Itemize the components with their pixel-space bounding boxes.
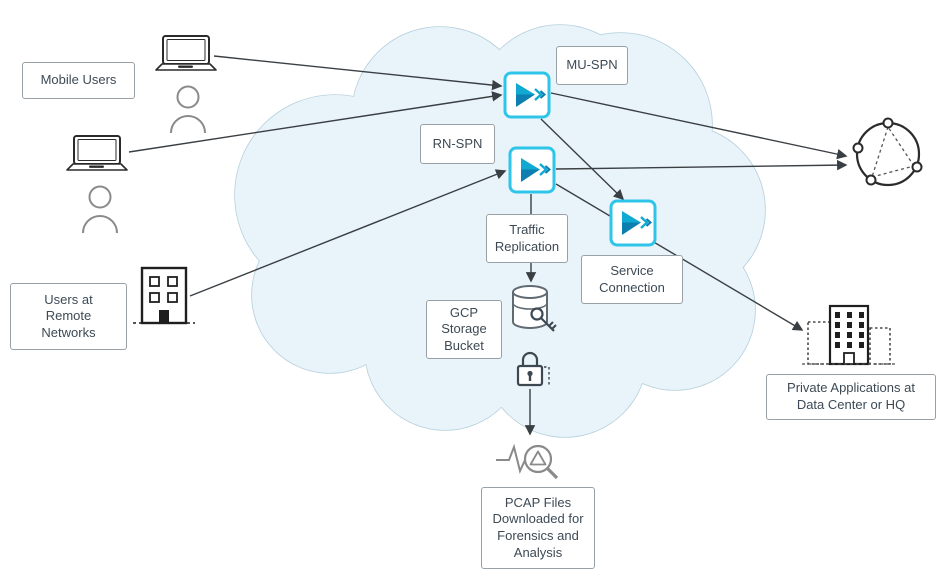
arrow-muspn-to-internet bbox=[550, 92, 848, 160]
private-apps-label: Private Applications at Data Center or H… bbox=[766, 374, 936, 420]
office-building-icon bbox=[133, 266, 195, 325]
spn-node-icon bbox=[503, 71, 551, 119]
rn-spn-label: RN-SPN bbox=[420, 124, 495, 164]
arrow-rnspn-to-internet bbox=[555, 159, 848, 171]
datacenter-buildings-icon bbox=[802, 304, 896, 366]
users-remote-networks-label: Users at Remote Networks bbox=[10, 283, 127, 350]
internet-icon bbox=[852, 117, 923, 187]
user-icon bbox=[82, 185, 118, 234]
pcap-files-label: PCAP Files Downloaded for Forensics and … bbox=[481, 487, 595, 569]
arrow-laptop1-to-muspn bbox=[213, 55, 503, 91]
laptop-icon bbox=[155, 35, 217, 71]
lock-icon bbox=[516, 351, 550, 387]
storage-bucket-key-icon bbox=[512, 285, 557, 332]
traffic-replication-label: Traffic Replication bbox=[486, 214, 568, 263]
mobile-users-label: Mobile Users bbox=[22, 62, 135, 99]
service-connection-label: Service Connection bbox=[581, 255, 683, 304]
arrow-building-to-rnspn bbox=[189, 169, 507, 297]
spn-node-icon bbox=[508, 146, 556, 194]
mu-spn-label: MU-SPN bbox=[556, 46, 628, 85]
laptop-icon bbox=[66, 135, 128, 171]
arrow-muspn-to-service-connection bbox=[540, 118, 625, 201]
pcap-analysis-icon bbox=[496, 443, 559, 480]
gcp-storage-bucket-label: GCP Storage Bucket bbox=[426, 300, 502, 359]
user-icon bbox=[170, 85, 206, 134]
arrow-laptop2-to-muspn bbox=[128, 91, 503, 153]
spn-node-icon bbox=[609, 199, 657, 247]
